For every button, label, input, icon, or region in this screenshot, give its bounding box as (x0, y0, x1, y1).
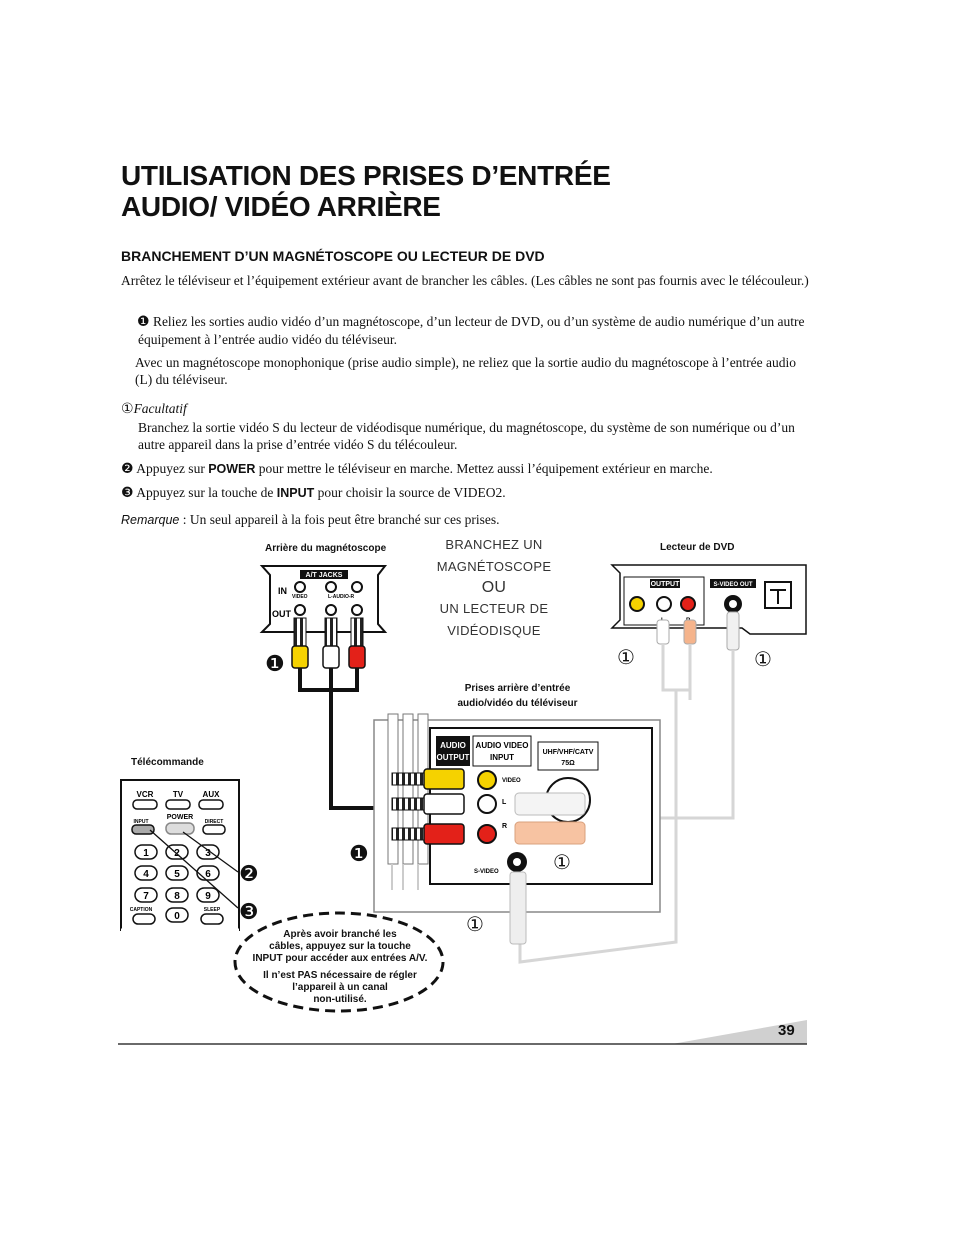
step-1-marker: ❶ (137, 314, 150, 330)
remote-caption-label: CAPTION (130, 907, 153, 913)
tv-svideo-label: S-VIDEO (474, 869, 499, 875)
remote-label: Télécommande (131, 757, 204, 768)
diagram-marker-2: ❷ (239, 862, 259, 887)
vcr-av-jacks-label: A/T JACKS (306, 572, 343, 579)
vcr-in-label: IN (278, 586, 287, 596)
title-line-2: AUDIO/ VIDÉO ARRIÈRE (121, 191, 441, 222)
vcr-video-label: VIDEO (292, 594, 308, 600)
bubble-line-2: câbles, appuyez sur la touche (269, 941, 411, 952)
remote-aux-label: AUX (203, 790, 221, 799)
page-title: UTILISATION DES PRISES D’ENTRÉE AUDIO/ V… (121, 160, 821, 222)
note: Remarque : Un seul appareil à la fois pe… (121, 511, 811, 529)
vcr-rca-plugs (291, 617, 366, 669)
connect-line-or: OU (481, 579, 507, 596)
step-2: ❷ Appuyez sur POWER pour mettre le télév… (121, 460, 811, 478)
vcr-label: Arrière du magnétoscope (265, 543, 387, 554)
remote-key-0: 0 (174, 911, 180, 922)
step-3-marker: ❸ (121, 485, 134, 501)
remote-input-label: INPUT (134, 819, 149, 825)
note-text: : Un seul appareil à la fois peut être b… (182, 512, 500, 527)
diagram-marker-1-bottom: ❶ (349, 842, 369, 867)
tv-audio-output-line2: OUTPUT (437, 753, 470, 762)
connect-line-2: MAGNÉTOSCOPE (436, 559, 552, 574)
remote-key-9: 9 (205, 891, 211, 902)
tv-inputs-label: Prises arrière d’entrée audio/vidéo du t… (440, 681, 595, 711)
dvd-cables (518, 611, 740, 964)
bubble-line-5: l’appareil à un canal (292, 982, 388, 993)
bubble-line-6: non-utilisé. (313, 994, 367, 1005)
step-3: ❸ Appuyez sur la touche de INPUT pour ch… (121, 484, 811, 502)
intro-paragraph: Arrêtez le téléviseur et l’équipement ex… (121, 273, 809, 288)
step-2-after: pour mettre le téléviseur en marche. Met… (258, 461, 713, 476)
optional-marker: ① (121, 401, 134, 417)
tv-l-label: L (502, 799, 507, 806)
tv-input-plugs (391, 768, 465, 845)
tv-antenna-line2: 75Ω (561, 760, 575, 767)
remote-key-5: 5 (174, 869, 180, 880)
optional-label: Facultatif (133, 401, 187, 416)
connect-instruction: BRANCHEZ UN MAGNÉTOSCOPE OU UN LECTEUR D… (424, 534, 564, 642)
tv-audio-output-line1: AUDIO (440, 741, 466, 750)
mono-vcr-paragraph: Avec un magnétoscope monophonique (prise… (135, 355, 797, 387)
info-bubble-outline (233, 911, 445, 1013)
vcr-out-label: OUT (272, 609, 292, 619)
power-key-label: POWER (208, 462, 256, 476)
tv-r-label: R (502, 823, 507, 830)
remote-tv-label: TV (173, 790, 184, 799)
note-label: Remarque (121, 513, 180, 527)
diagram-marker-3: ❸ (239, 900, 259, 925)
connect-line-1: BRANCHEZ UN (445, 537, 543, 552)
optional-text: Branchez la sortie vidéo S du lecteur de… (138, 420, 795, 452)
connect-line-3: UN LECTEUR DE (439, 601, 549, 616)
tv-video-label: VIDEO (502, 778, 521, 784)
step-1-text: Reliez les sorties audio vidéo d’un magn… (138, 314, 805, 347)
connect-line-4: VIDÉODISQUE (447, 623, 541, 638)
step-2-before: Appuyez sur (136, 461, 205, 476)
title-line-1: UTILISATION DES PRISES D’ENTRÉE (121, 160, 611, 191)
remote-control: VCR TV AUX INPUT POWER DIRECT 1 2 3 4 5 (120, 779, 240, 932)
dvd-label: Lecteur de DVD (660, 542, 735, 553)
tv-dvd-plugs (509, 792, 586, 945)
dvd-back-panel: OUTPUT S-VIDEO OUT L R (610, 564, 807, 635)
bubble-line-3: INPUT pour accéder aux entrées A/V. (252, 953, 428, 964)
diagram-optional-marker-tv-svideo: ① (553, 850, 571, 874)
step-1: ❶ Reliez les sorties audio vidéo d’un ma… (121, 313, 811, 348)
tv-av-input-line2: INPUT (490, 753, 514, 762)
tv-inputs-line-1: Prises arrière d’entrée (464, 683, 571, 694)
dvd-svideo-label: S-VIDEO OUT (713, 582, 752, 588)
tv-antenna-line1: UHF/VHF/CATV (543, 749, 594, 756)
remote-direct-label: DIRECT (205, 819, 224, 825)
step-3-after: pour choisir la source de VIDEO2. (317, 485, 506, 500)
remote-vcr-label: VCR (137, 790, 154, 799)
diagram-marker-1-top: ❶ (265, 652, 285, 677)
step-2-marker: ❷ (121, 461, 134, 477)
remote-key-4: 4 (143, 869, 149, 880)
vcr-audio-label: L-AUDIO-R (328, 594, 354, 600)
dvd-output-label: OUTPUT (651, 581, 681, 588)
input-key-label: INPUT (276, 486, 315, 500)
remote-key-1: 1 (143, 848, 149, 859)
step-3-before: Appuyez sur la touche de (136, 485, 274, 500)
vcr-back-panel: A/T JACKS IN OUT VIDEO L-AUDIO-R (259, 565, 388, 633)
remote-key-7: 7 (143, 891, 149, 902)
tv-av-input-line1: AUDIO VIDEO (476, 741, 529, 750)
remote-key-8: 8 (174, 891, 180, 902)
diagram-optional-marker-cable: ① (466, 912, 484, 936)
page-tab (672, 1020, 807, 1044)
remote-key-3: 3 (205, 848, 211, 859)
tv-inputs-line-2: audio/vidéo du téléviseur (457, 698, 578, 709)
page-number: 39 (778, 1022, 795, 1039)
diagram-optional-marker-dvd-svideo: ① (754, 647, 772, 671)
bubble-line-4: Il n’est PAS nécessaire de régler (263, 970, 417, 981)
remote-key-6: 6 (205, 869, 211, 880)
section-subtitle: BRANCHEMENT D’UN MAGNÉTOSCOPE OU LECTEUR… (121, 248, 545, 264)
optional-heading: ①Facultatif (121, 400, 187, 418)
remote-sleep-label: SLEEP (204, 907, 221, 913)
info-bubble-text: Après avoir branché les câbles, appuyez … (240, 929, 440, 1006)
diagram-optional-marker-dvd-audio: ① (617, 645, 635, 669)
bubble-line-1: Après avoir branché les (283, 929, 397, 940)
remote-power-label: POWER (167, 814, 193, 821)
